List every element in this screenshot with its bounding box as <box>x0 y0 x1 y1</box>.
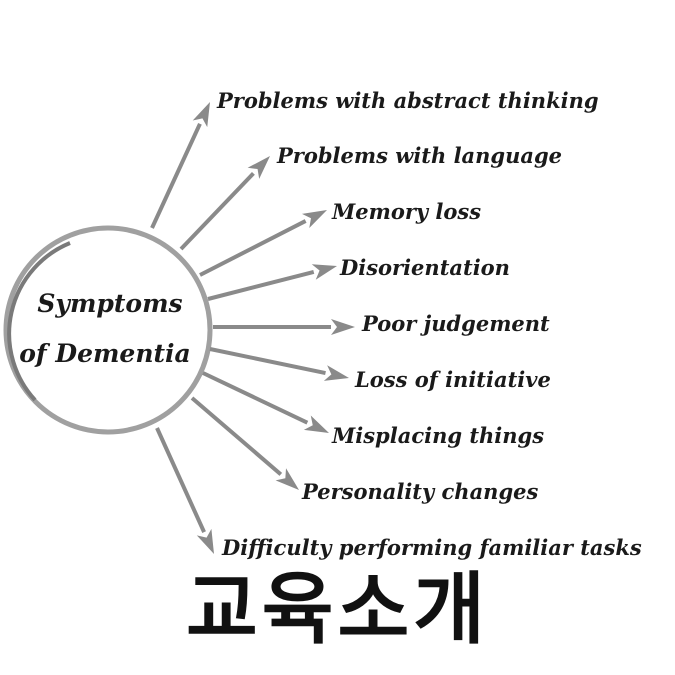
center-circle <box>3 225 213 435</box>
arrow-loss-of-initiative-shaft <box>209 347 326 376</box>
arrow-abstract-thinking-shaft <box>150 122 202 229</box>
arrow-misplacing-things-shaft <box>202 371 309 425</box>
arrow-language <box>179 156 270 251</box>
arrow-personality-changes-head <box>275 468 299 490</box>
arrow-misplacing-things-head <box>303 415 329 433</box>
footer-korean-text: 교육소개 <box>185 565 490 655</box>
arrow-personality-changes-shaft <box>190 396 283 476</box>
arrows-group <box>150 102 355 554</box>
arrow-loss-of-initiative-head <box>323 365 349 381</box>
symptom-label-memory-loss: Memory loss <box>331 199 481 224</box>
arrow-familiar-tasks-head <box>196 528 214 554</box>
arrow-poor-judgement <box>213 319 355 335</box>
arrow-loss-of-initiative <box>209 347 349 381</box>
symptom-label-familiar-tasks: Difficulty performing familiar tasks <box>221 535 642 560</box>
arrow-memory-loss-shaft <box>199 219 307 277</box>
arrow-disorientation-head <box>311 264 337 280</box>
symptom-label-loss-of-initiative: Loss of initiative <box>354 367 551 392</box>
arrow-abstract-thinking <box>150 102 210 229</box>
symptom-label-disorientation: Disorientation <box>339 255 510 280</box>
arrow-familiar-tasks <box>155 427 214 554</box>
arrow-memory-loss-head <box>301 210 327 229</box>
arrow-language-shaft <box>179 171 255 251</box>
arrow-disorientation-shaft <box>207 270 315 301</box>
symptom-label-abstract-thinking: Problems with abstract thinking <box>216 88 599 113</box>
symptom-label-personality-changes: Personality changes <box>301 479 538 504</box>
arrow-disorientation <box>207 264 337 301</box>
arrow-abstract-thinking-head <box>192 102 210 128</box>
arrow-language-head <box>247 156 270 179</box>
symptom-label-language: Problems with language <box>276 143 562 168</box>
arrow-personality-changes <box>190 396 299 490</box>
symptom-label-misplacing-things: Misplacing things <box>331 423 544 448</box>
center-circle-brush-arc <box>7 241 71 402</box>
arrow-familiar-tasks-shaft <box>155 427 206 533</box>
arrow-poor-judgement-head <box>331 319 355 335</box>
arrow-misplacing-things <box>202 371 329 433</box>
center-title-line1: Symptoms <box>37 289 182 318</box>
symptom-label-poor-judgement: Poor judgement <box>361 311 550 336</box>
center-title-line2: of Dementia <box>19 339 191 368</box>
arrow-memory-loss <box>199 210 327 277</box>
arrow-poor-judgement-shaft <box>213 325 331 329</box>
